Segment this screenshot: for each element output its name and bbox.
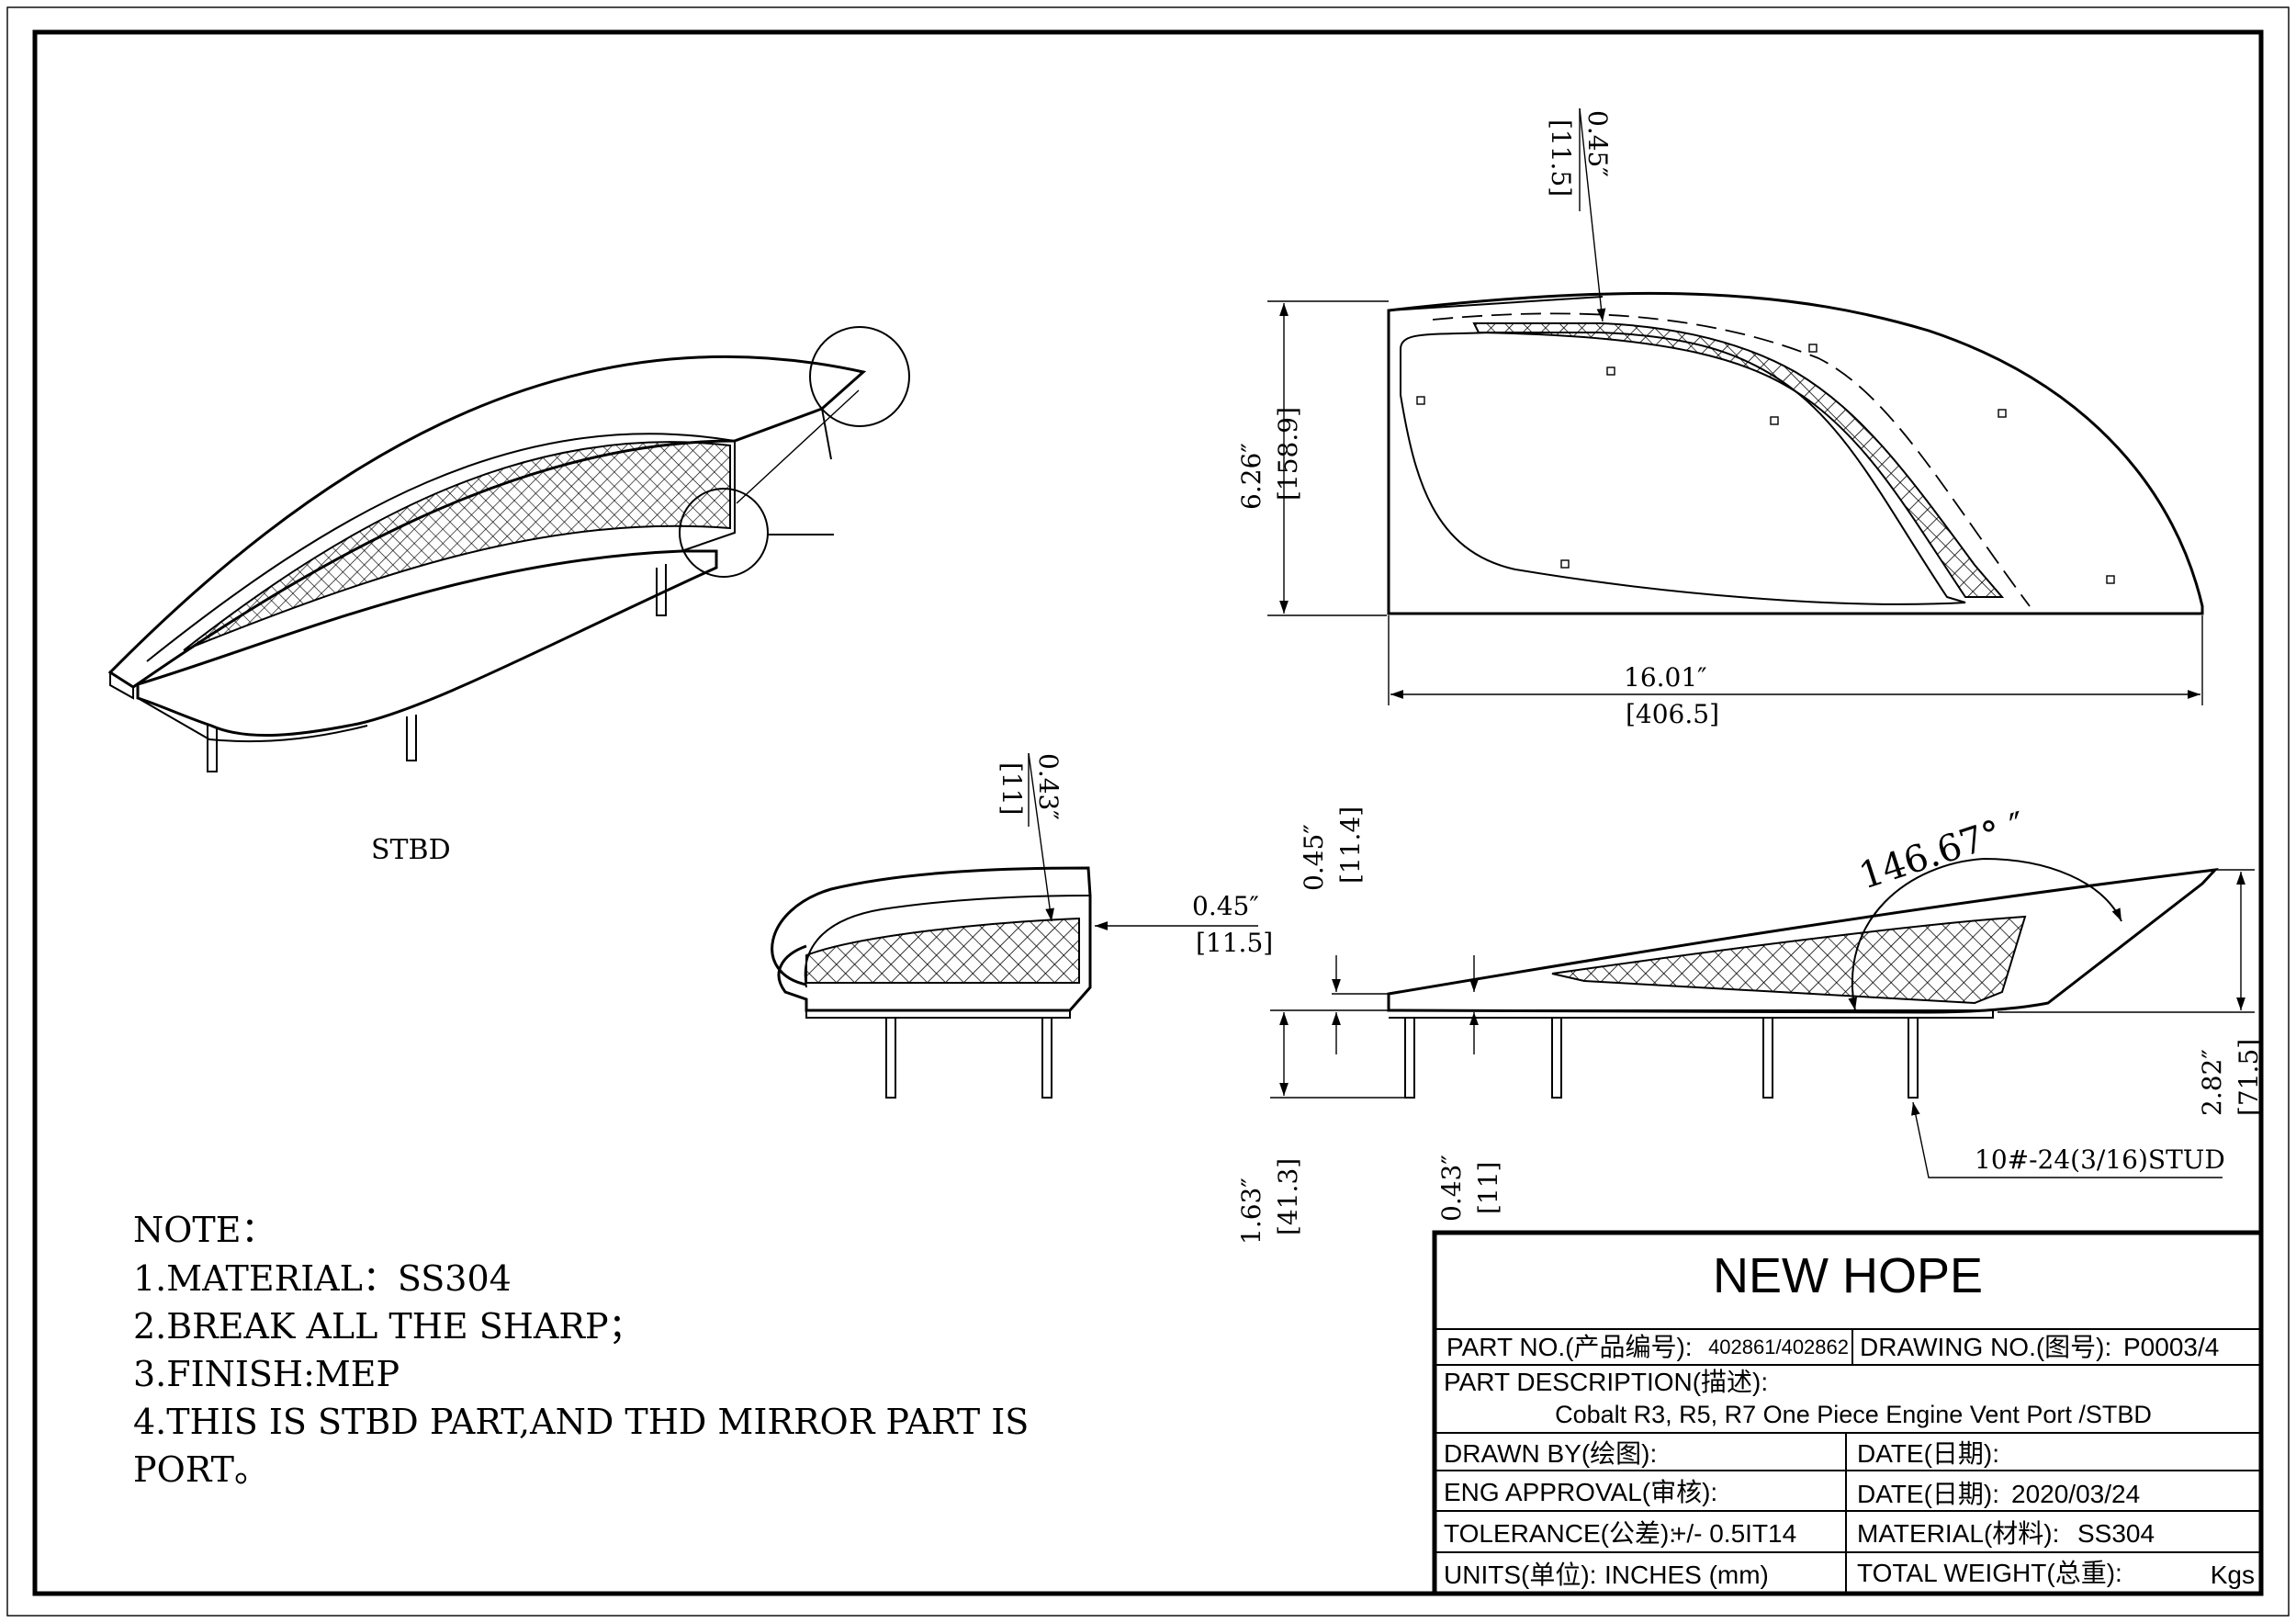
company-name: NEW HOPE bbox=[1713, 1248, 1983, 1303]
section-view: 0.43″ [11] 0.45″ [11.5] bbox=[771, 752, 1273, 1099]
drawing-frame bbox=[32, 29, 2264, 1596]
detail-circle-top bbox=[809, 326, 910, 427]
date-label: DATE(日期): bbox=[1857, 1480, 1999, 1508]
date-value: 2020/03/24 bbox=[2011, 1480, 2140, 1508]
notes-title: NOTE： bbox=[133, 1210, 276, 1250]
part-no-value: 402861/402862 bbox=[1708, 1336, 1849, 1358]
note-line: 4.THIS IS STBD PART,AND THD MIRROR PART … bbox=[133, 1402, 1029, 1442]
tolerance-label: TOLERANCE(公差): bbox=[1444, 1519, 1676, 1548]
units-value: INCHES (mm) bbox=[1604, 1561, 1769, 1589]
dim-length-mm: [406.5] bbox=[1626, 699, 1719, 729]
dim-sectionside-mm: [11.5] bbox=[1196, 928, 1273, 958]
dim-sideheight-in: 2.82″ bbox=[2197, 1049, 2227, 1116]
section-mesh bbox=[805, 917, 1080, 984]
plan-mesh-band bbox=[1472, 322, 2005, 598]
detail-circle-side bbox=[679, 488, 769, 578]
dim-height-in: 6.26″ bbox=[1236, 443, 1266, 510]
dim-basethk-in: 0.43″ bbox=[1436, 1155, 1467, 1222]
eng-approval-label: ENG APPROVAL(审核): bbox=[1444, 1478, 1717, 1506]
weight-unit: Kgs bbox=[2211, 1561, 2255, 1589]
weight-label: TOTAL WEIGHT(总重): bbox=[1857, 1559, 2122, 1587]
drawn-by-label: DRAWN BY(绘图): bbox=[1444, 1439, 1657, 1468]
note-line: PORT。 bbox=[133, 1449, 269, 1490]
dim-sectiontop-in: 0.43″ bbox=[1033, 753, 1064, 820]
plan-view: 6.26″ [158.9] 16.01″ [406.5] 0.45″ [11.5… bbox=[1236, 107, 2204, 729]
part-desc-label: PART DESCRIPTION(描述): bbox=[1444, 1368, 1768, 1396]
title-block: NEW HOPE PART NO.(产品编号): 402861/402862 D… bbox=[1432, 1230, 2264, 1596]
date-label: DATE(日期): bbox=[1857, 1439, 1999, 1468]
dim-basethk-mm: [11] bbox=[1473, 1162, 1503, 1214]
drawing-no-label: DRAWING NO.(图号): bbox=[1860, 1333, 2111, 1361]
dim-sideheight-mm: [71.5] bbox=[2234, 1039, 2264, 1116]
note-line: 2.BREAK ALL THE SHARP； bbox=[133, 1306, 644, 1347]
dim-angle: 146.67° ″ bbox=[1854, 805, 2032, 898]
dim-sidethk-in: 0.45″ bbox=[1299, 824, 1329, 891]
stbd-label: STBD bbox=[371, 834, 451, 866]
dim-studlen-in: 1.63″ bbox=[1236, 1178, 1266, 1245]
dim-sectionside-in: 0.45″ bbox=[1192, 891, 1259, 921]
stud-label: 10#-24(3/16)STUD bbox=[1975, 1144, 2225, 1175]
side-view: 146.67° ″ 0.45″ [11.4] 1.63″ [41.3] 0.43… bbox=[1236, 805, 2264, 1245]
material-label: MATERIAL(材料): bbox=[1857, 1519, 2059, 1548]
tolerance-value: +/- 0.5IT14 bbox=[1671, 1519, 1796, 1548]
iso-mesh-panel bbox=[183, 441, 731, 651]
units-label: UNITS(单位): bbox=[1444, 1561, 1596, 1589]
dim-height-mm: [158.9] bbox=[1273, 407, 1303, 501]
dim-sidethk-mm: [11.4] bbox=[1335, 806, 1366, 884]
notes-block: NOTE： 1.MATERIAL：SS304 2.BREAK ALL THE S… bbox=[133, 1210, 1029, 1490]
dim-topgap-in: 0.45″ bbox=[1582, 110, 1613, 177]
part-no-label: PART NO.(产品编号): bbox=[1446, 1333, 1693, 1361]
drawing-no-value: P0003/4 bbox=[2123, 1333, 2219, 1361]
material-value: SS304 bbox=[2077, 1519, 2155, 1548]
dim-studlen-mm: [41.3] bbox=[1273, 1158, 1303, 1235]
dim-sectiontop-mm: [11] bbox=[996, 762, 1027, 815]
dim-topgap-mm: [11.5] bbox=[1546, 119, 1576, 197]
note-line: 3.FINISH:MEP bbox=[133, 1354, 400, 1394]
dim-length-in: 16.01″ bbox=[1624, 662, 1707, 693]
outer-border bbox=[6, 6, 2290, 1617]
note-line: 1.MATERIAL：SS304 bbox=[133, 1258, 512, 1299]
part-desc-value: Cobalt R3, R5, R7 One Piece Engine Vent … bbox=[1555, 1401, 2152, 1428]
isometric-view: STBD bbox=[107, 326, 910, 866]
